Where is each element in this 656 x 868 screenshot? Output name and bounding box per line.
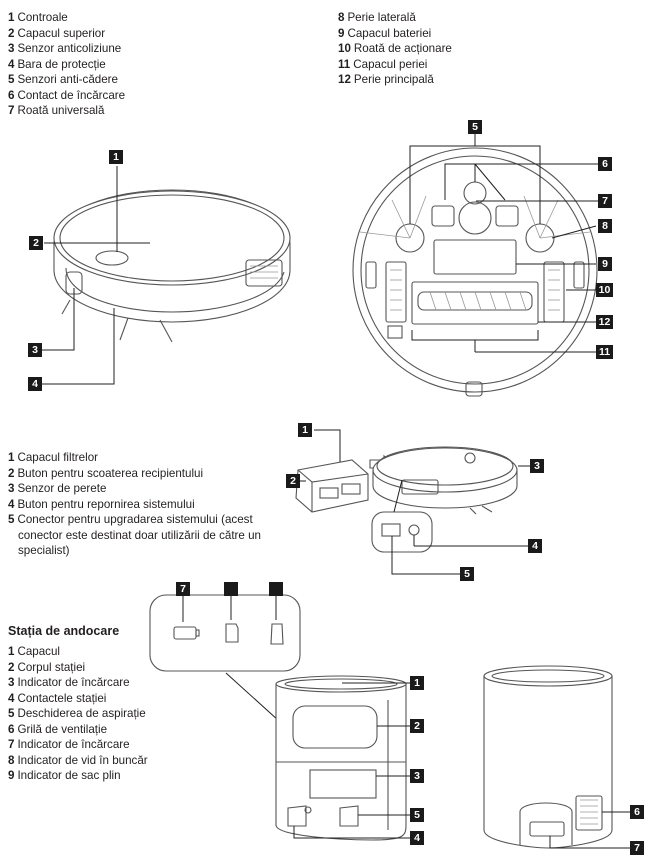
callout-bottom-8: 8 [598,219,612,233]
callout-bottom-6: 6 [598,157,612,171]
callout-station-7: 7 [630,841,644,855]
callout-bin-5: 5 [460,567,474,581]
callout-station-5: 5 [410,808,424,822]
callout-panel-7: 7 [176,582,190,596]
callout-bottom-11: 11 [596,345,613,359]
callout-bin-3: 3 [530,459,544,473]
callout-station-6: 6 [630,805,644,819]
callout-station-3: 3 [410,769,424,783]
callout-bottom-10: 10 [596,283,613,297]
callout-top-2: 2 [29,236,43,250]
callout-bin-2: 2 [286,474,300,488]
callout-station-2: 2 [410,719,424,733]
callout-station-1: 1 [410,676,424,690]
callout-bin-4: 4 [528,539,542,553]
callout-panel-8 [224,582,238,596]
station-front-view [225,672,410,841]
indicator-panel [149,594,301,672]
callout-bottom-12: 12 [596,315,613,329]
station-title: Stația de andocare [8,624,120,638]
callout-bottom-9: 9 [598,257,612,271]
robot-bottom-view [352,134,598,397]
callout-bottom-7: 7 [598,194,612,208]
callout-top-1: 1 [109,150,123,164]
callout-bottom-5: 5 [468,120,482,134]
callout-panel-9 [269,582,283,596]
bin-detail-view [295,429,530,575]
callout-station-4: 4 [410,831,424,845]
callout-top-3: 3 [28,343,42,357]
callout-bin-1: 1 [298,423,312,437]
station-back-view [483,665,630,849]
callout-top-4: 4 [28,377,42,391]
robot-top-view [42,166,291,385]
